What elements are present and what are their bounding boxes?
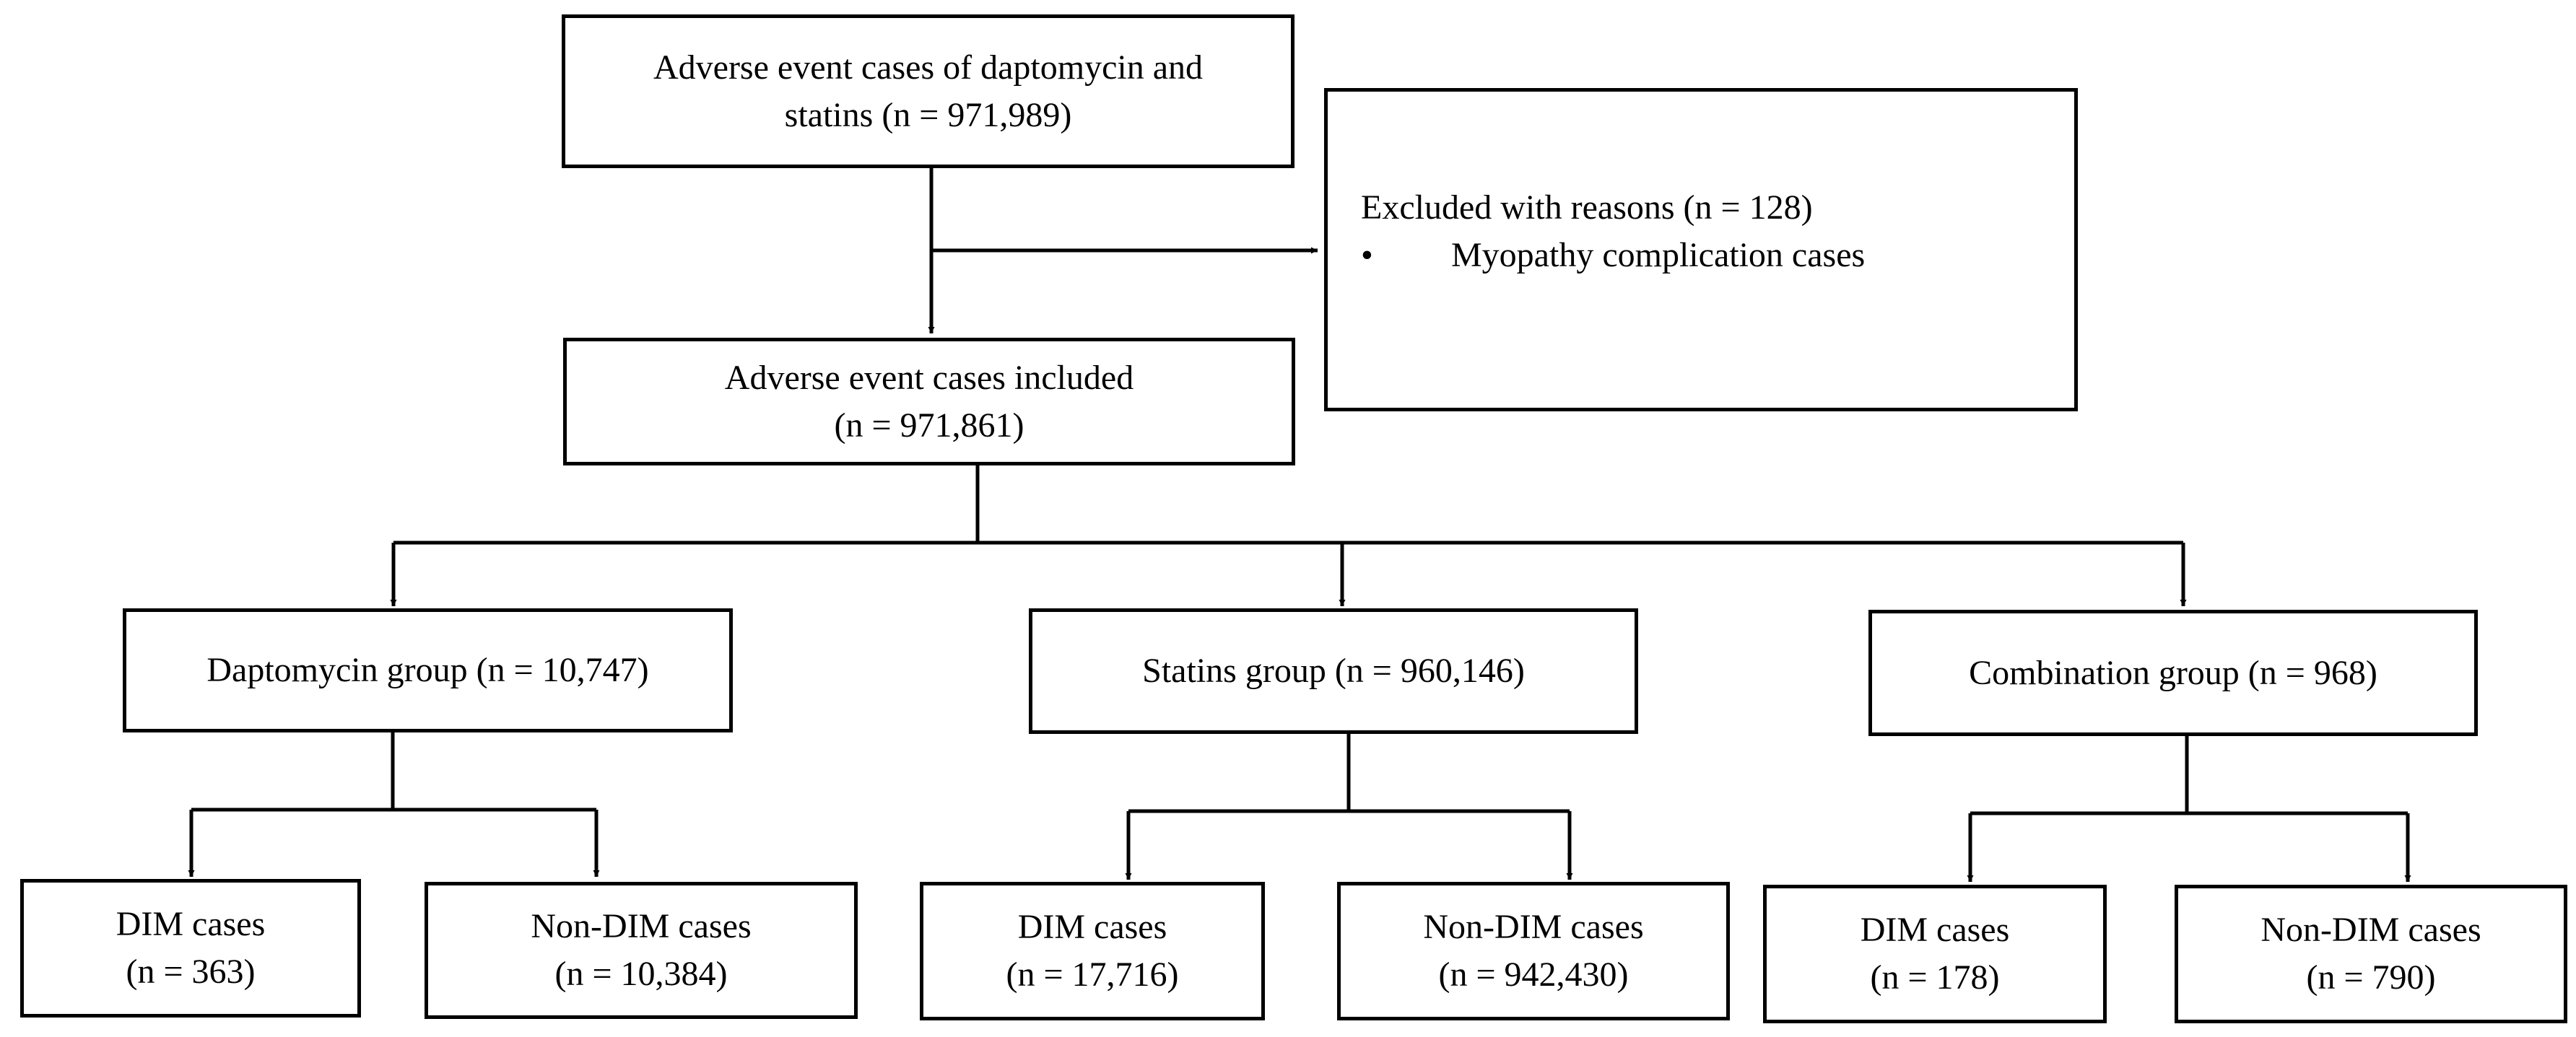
daptomycin-dim-box: DIM cases (n = 363): [20, 879, 361, 1018]
combination-dim-box: DIM cases (n = 178): [1763, 885, 2107, 1023]
included-cases-line1: Adverse event cases included: [724, 358, 1134, 397]
daptomycin-dim-line1: DIM cases: [116, 905, 266, 943]
combination-group-label: Combination group (n = 968): [1969, 653, 2377, 692]
excluded-reason-item: • Myopathy complication cases: [1361, 232, 1865, 279]
statins-dim-box: DIM cases (n = 17,716): [920, 882, 1265, 1020]
statins-nondim-line1: Non-DIM cases: [1423, 908, 1644, 946]
total-cases-box: Adverse event cases of daptomycin and st…: [562, 14, 1294, 168]
excluded-box: Excluded with reasons (n = 128) • Myopat…: [1324, 88, 2078, 411]
total-cases-line2: statins (n = 971,989): [784, 95, 1072, 134]
bullet-icon: •: [1361, 236, 1373, 274]
total-cases-line1: Adverse event cases of daptomycin and: [653, 48, 1204, 87]
statins-nondim-box: Non-DIM cases (n = 942,430): [1337, 882, 1730, 1020]
combination-nondim-line1: Non-DIM cases: [2260, 911, 2481, 949]
statins-nondim-line2: (n = 942,430): [1438, 955, 1629, 994]
combination-nondim-line2: (n = 790): [2306, 958, 2436, 997]
combination-dim-line2: (n = 178): [1870, 958, 2000, 997]
included-cases-box: Adverse event cases included (n = 971,86…: [563, 338, 1295, 465]
statins-group-box: Statins group (n = 960,146): [1029, 608, 1638, 734]
statins-dim-line2: (n = 17,716): [1006, 955, 1179, 994]
daptomycin-dim-line2: (n = 363): [126, 953, 256, 991]
daptomycin-group-box: Daptomycin group (n = 10,747): [123, 608, 733, 732]
daptomycin-group-label: Daptomycin group (n = 10,747): [206, 651, 649, 689]
statins-dim-line1: DIM cases: [1017, 908, 1167, 946]
included-cases-line2: (n = 971,861): [834, 406, 1024, 445]
combination-group-box: Combination group (n = 968): [1868, 610, 2478, 736]
daptomycin-nondim-line1: Non-DIM cases: [531, 907, 752, 945]
daptomycin-nondim-line2: (n = 10,384): [554, 955, 728, 993]
daptomycin-nondim-box: Non-DIM cases (n = 10,384): [425, 882, 858, 1019]
statins-group-label: Statins group (n = 960,146): [1142, 652, 1525, 690]
combination-dim-line1: DIM cases: [1860, 911, 2010, 949]
combination-nondim-box: Non-DIM cases (n = 790): [2175, 885, 2567, 1023]
excluded-reason-label: Myopathy complication cases: [1451, 236, 1866, 274]
excluded-title: Excluded with reasons (n = 128): [1361, 188, 1813, 227]
